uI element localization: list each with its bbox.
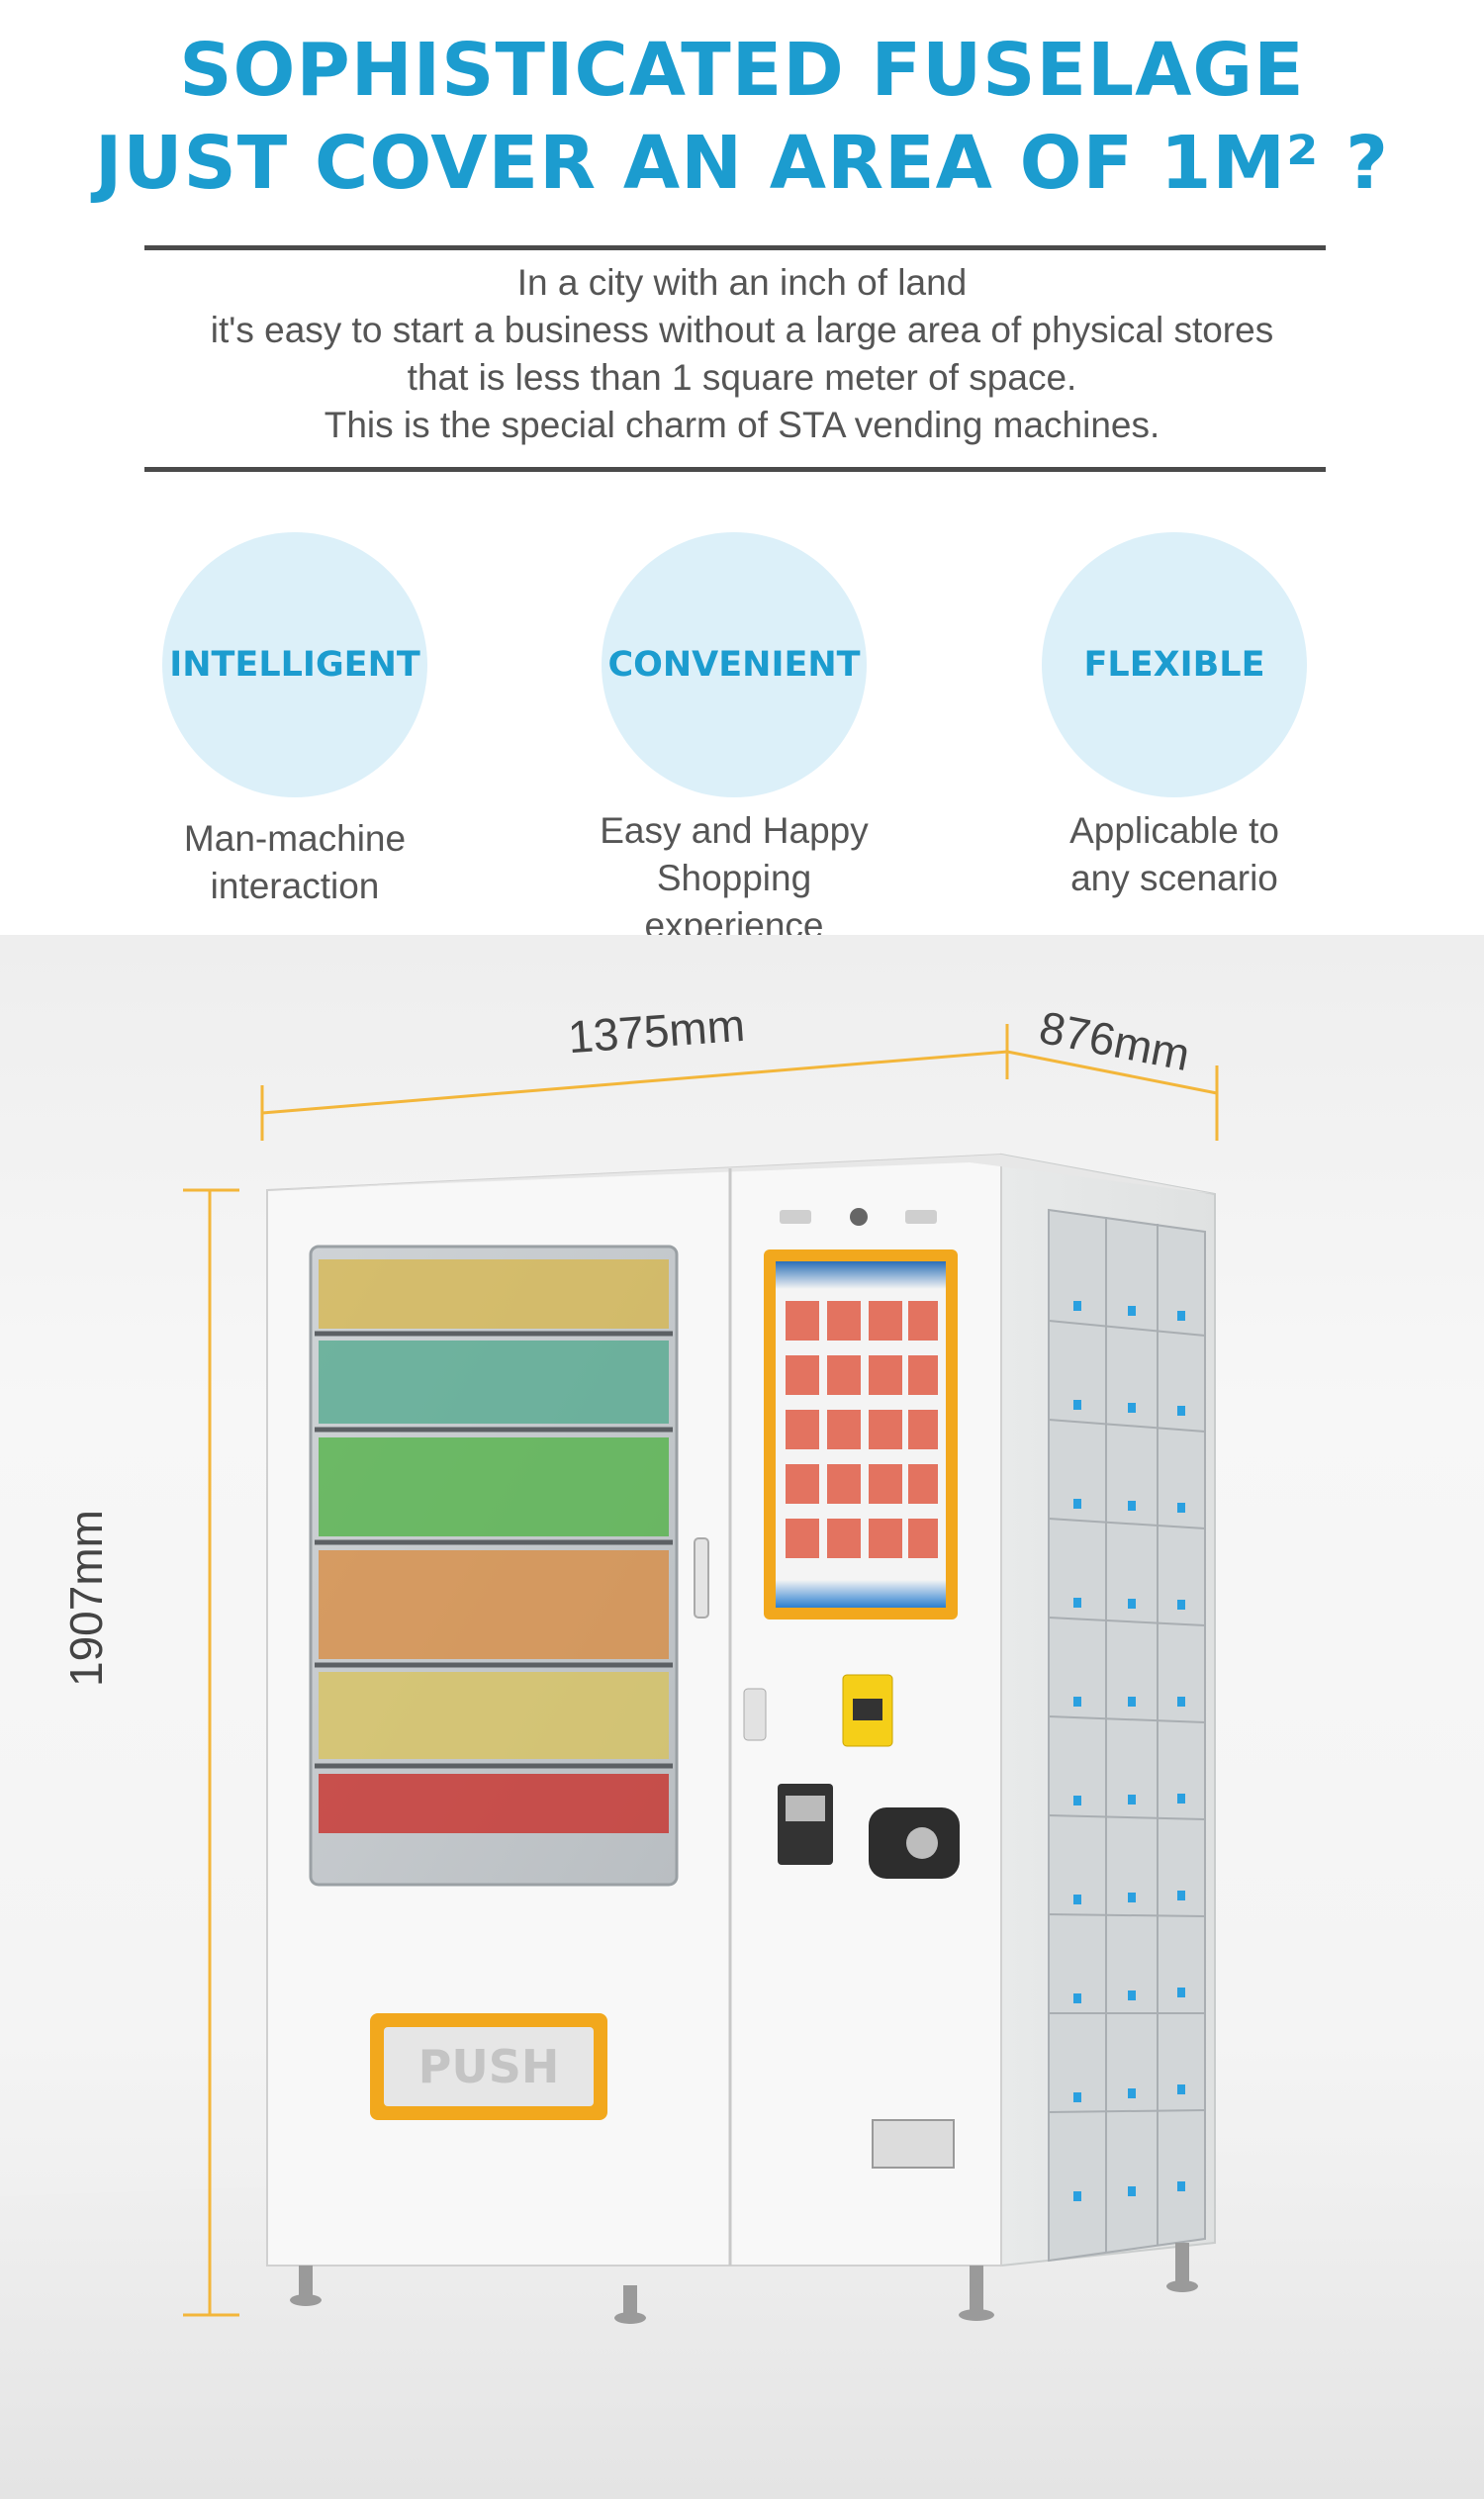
pickup-door[interactable] — [384, 2027, 594, 2106]
intro-text: In a city with an inch of land it's easy… — [0, 259, 1484, 449]
feature-flexible: FLEXIBLE Applicable to any scenario — [1026, 532, 1323, 902]
locker-dividers — [1048, 1217, 1206, 2253]
headline-line-2: JUST COVER AN AREA OF 1M² ? — [94, 121, 1390, 206]
bottom-divider — [144, 467, 1326, 472]
locker-indicator-lights — [1073, 1301, 1185, 2201]
height-dimension: 1907mm — [60, 1510, 112, 1687]
top-divider — [144, 245, 1326, 250]
feature-circle: FLEXIBLE — [1042, 532, 1307, 797]
headline-line-1: SOPHISTICATED FUSELAGE — [179, 28, 1305, 113]
card-reader[interactable] — [743, 1688, 767, 1741]
feature-intelligent: INTELLIGENT Man-machine interaction — [146, 532, 443, 910]
feature-title: CONVENIENT — [607, 645, 861, 685]
feature-circle: INTELLIGENT — [162, 532, 427, 797]
intro-line: it's easy to start a business without a … — [210, 310, 1274, 350]
coin-return-knob[interactable] — [906, 1827, 938, 1859]
intro-line: In a city with an inch of land — [516, 262, 968, 303]
vending-machine-illustration: PUSH — [0, 1024, 1484, 2499]
door-handle[interactable] — [694, 1537, 709, 1619]
dimension-lines — [183, 1024, 1219, 2317]
shelves — [315, 1331, 673, 1769]
screen-products — [786, 1301, 938, 1558]
bill-acceptor-slot — [786, 1796, 825, 1821]
feature-desc-line: any scenario — [1070, 858, 1278, 898]
feature-desc-line: Applicable to — [1069, 810, 1279, 851]
feature-description: Applicable to any scenario — [1026, 807, 1323, 902]
feature-title: FLEXIBLE — [1083, 645, 1265, 685]
feature-desc-line: Shopping experience — [644, 858, 824, 946]
locker-grid — [1048, 1208, 1206, 2263]
feature-desc-line: Man-machine — [183, 818, 407, 859]
product-rows — [319, 1259, 669, 1833]
speaker-grille — [905, 1210, 937, 1224]
feature-desc-line: interaction — [210, 866, 380, 906]
change-tray[interactable] — [872, 2119, 955, 2169]
pos-terminal-slot — [853, 1699, 882, 1720]
intro-line: This is the special charm of STA vending… — [324, 405, 1160, 445]
machine-feet — [290, 2243, 1198, 2324]
feature-description: Man-machine interaction — [146, 815, 443, 910]
feature-convenient: CONVENIENT Easy and Happy Shopping exper… — [586, 532, 882, 950]
push-label: PUSH — [418, 2040, 560, 2093]
feature-circle: CONVENIENT — [602, 532, 867, 797]
intro-line: that is less than 1 square meter of spac… — [407, 357, 1077, 398]
product-photo: PUSH 1375mm 876mm 1907mm — [0, 935, 1484, 2499]
feature-description: Easy and Happy Shopping experience — [586, 807, 882, 950]
camera-icon — [850, 1208, 868, 1226]
feature-desc-line: Easy and Happy — [600, 810, 869, 851]
speaker-grille — [780, 1210, 811, 1224]
feature-title: INTELLIGENT — [169, 645, 420, 685]
